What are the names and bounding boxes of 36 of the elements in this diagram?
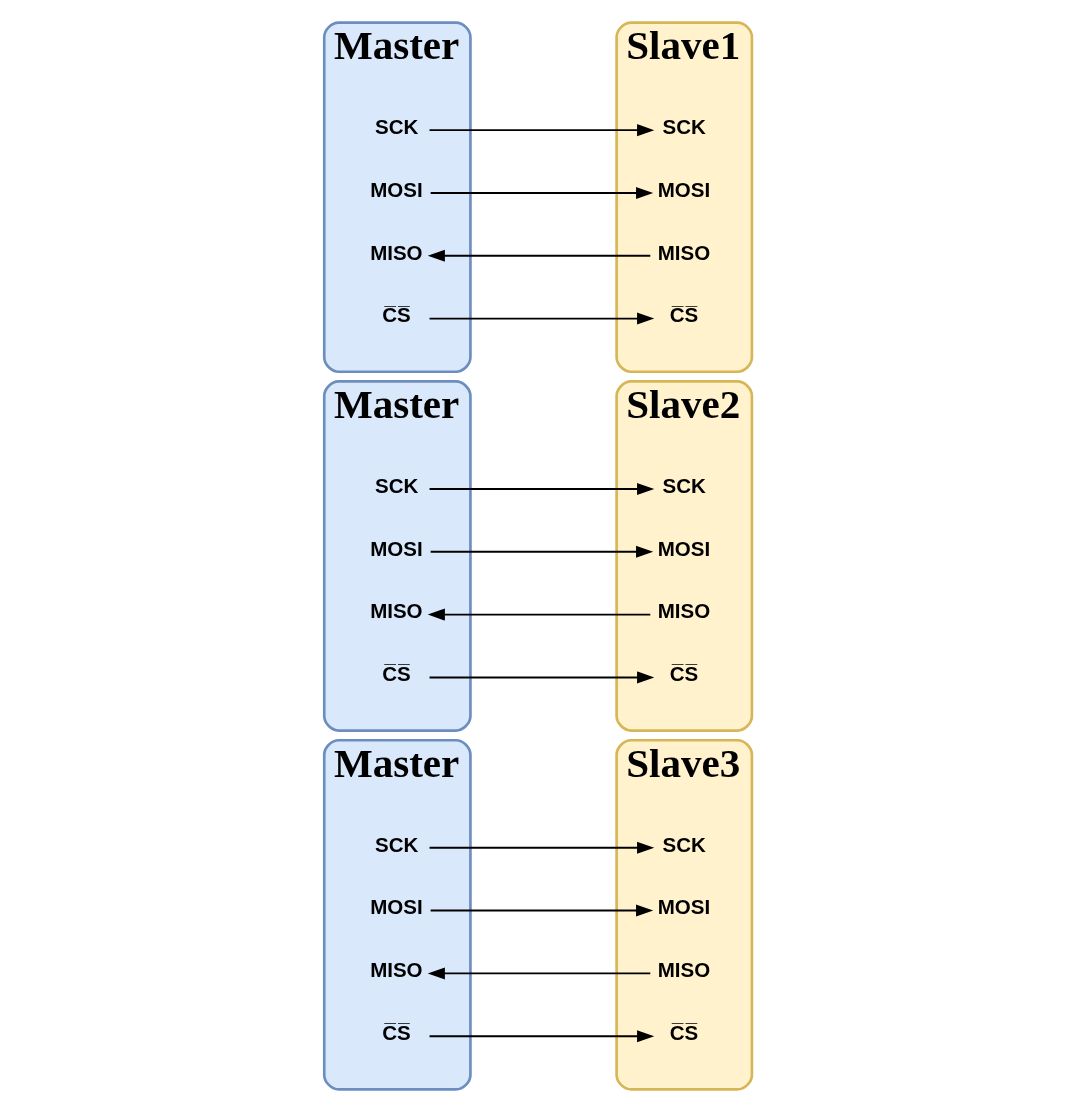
node-text: SCK	[374, 473, 418, 497]
node-text: C̅S̅	[669, 662, 698, 686]
node-text: MOSI	[369, 895, 423, 919]
arrow	[427, 967, 651, 980]
node-text: MOSI	[657, 895, 710, 919]
node-text: MISO	[657, 240, 710, 264]
node-text: C̅S̅	[669, 303, 698, 327]
arrow	[429, 545, 653, 558]
node-text: MISO	[369, 599, 423, 623]
arrow	[428, 482, 654, 495]
node-text: MISO	[369, 958, 423, 982]
node-text: C̅S̅	[381, 1020, 411, 1044]
arrow	[428, 1030, 654, 1043]
node-text: C̅S̅	[381, 303, 411, 327]
node-text: MOSI	[369, 536, 423, 560]
node-text: SCK	[374, 832, 418, 856]
node-text: C̅S̅	[381, 662, 411, 686]
node-text: MISO	[657, 958, 710, 982]
node-text: MISO	[369, 240, 423, 264]
arrow	[428, 671, 654, 684]
arrow	[429, 186, 653, 199]
node-text: SCK	[374, 114, 418, 138]
node-text: MOSI	[657, 177, 710, 201]
node-text: MOSI	[369, 177, 423, 201]
arrow	[428, 124, 654, 137]
node-text: SCK	[662, 114, 706, 138]
node-text: SCK	[662, 473, 706, 497]
arrow	[428, 841, 654, 854]
node-text: MISO	[657, 599, 710, 623]
arrow	[428, 312, 654, 325]
arrow	[427, 249, 651, 262]
arrow	[429, 904, 653, 917]
node-text: C̅S̅	[669, 1020, 698, 1044]
arrow	[427, 608, 651, 621]
node-text: SCK	[662, 832, 706, 856]
node-text: MOSI	[657, 536, 710, 560]
